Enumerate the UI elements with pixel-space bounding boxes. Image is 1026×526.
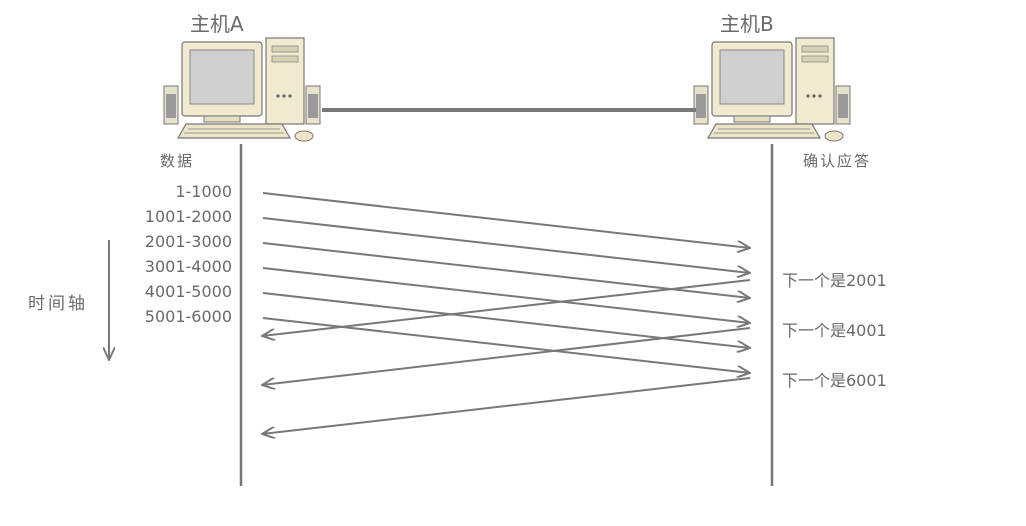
host-b-label: 主机B — [720, 12, 774, 36]
segment-label-3: 2001-3000 — [144, 232, 232, 251]
ack-column-label: 确认应答 — [803, 152, 872, 170]
data-arrow-4 — [262, 267, 750, 323]
host-a-computer-icon — [163, 37, 321, 142]
ack-label-3: 下一个是6001 — [782, 371, 887, 390]
data-arrow-2 — [262, 217, 750, 273]
data-arrow-5 — [262, 292, 750, 348]
host-a-label: 主机A — [190, 12, 244, 36]
data-column-label: 数据 — [160, 152, 195, 170]
ack-arrow-2 — [262, 327, 751, 385]
ack-arrow-3 — [262, 377, 751, 434]
segment-label-1: 1-1000 — [175, 182, 232, 201]
time-axis-label: 时间轴 — [28, 294, 88, 314]
segment-label-2: 1001-2000 — [144, 207, 232, 226]
data-arrow-6 — [262, 317, 750, 373]
ack-label-2: 下一个是4001 — [782, 321, 887, 340]
data-arrow-3 — [262, 242, 750, 298]
host-b-computer-icon — [693, 37, 851, 142]
data-arrow-1 — [262, 192, 750, 248]
ack-arrow-1 — [262, 279, 751, 336]
ack-label-1: 下一个是2001 — [782, 271, 887, 290]
segment-label-5: 4001-5000 — [144, 282, 232, 301]
segment-label-4: 3001-4000 — [144, 257, 232, 276]
segment-label-6: 5001-6000 — [144, 307, 232, 326]
